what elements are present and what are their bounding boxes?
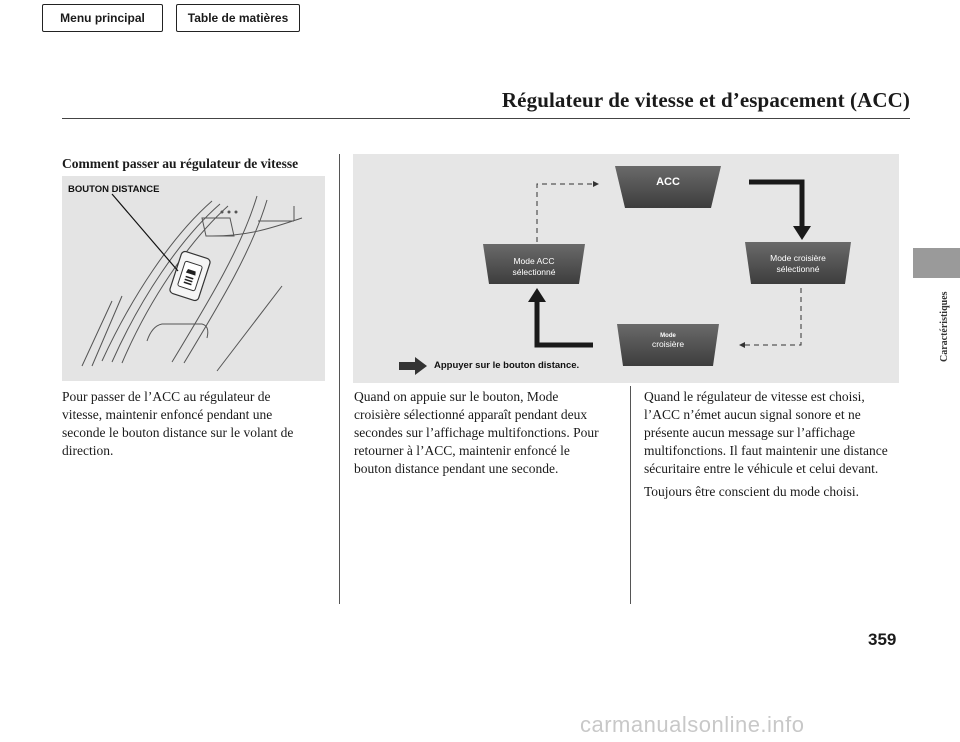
acc-box-label: ACC: [656, 176, 680, 188]
right-line: multifonctions. Il faut maintenir une di…: [644, 443, 888, 458]
diagram-legend: Appuyer sur le bouton distance.: [434, 360, 580, 371]
left-line: Pour passer de l’ACC au régulateur de: [62, 389, 271, 404]
table-of-contents-button[interactable]: Table de matières: [176, 4, 300, 32]
left-line: seconde le bouton distance sur le volant…: [62, 425, 294, 440]
acc-selected-line1: Mode ACC: [513, 256, 554, 266]
page-title: Régulateur de vitesse et d’espacement (A…: [501, 88, 910, 112]
column-divider-left: [339, 154, 340, 604]
left-line: vitesse, maintenir enfoncé pendant une: [62, 407, 273, 422]
cruise-mode-box: [617, 324, 719, 366]
middle-line: bouton distance pendant une seconde.: [354, 461, 559, 476]
column-divider-right: [630, 386, 631, 604]
middle-line: retourner à l’ACC, maintenir enfoncé le: [354, 443, 570, 458]
cruise-selected-line2: sélectionné: [776, 264, 819, 274]
cruise-mode-line1: Mode: [660, 333, 676, 339]
right-line: Quand le régulateur de vitesse est chois…: [644, 389, 865, 404]
middle-line: croisière sélectionné apparaît pendant d…: [354, 407, 588, 422]
cruise-selected-box: [745, 242, 851, 284]
middle-line: secondes sur l’affichage multifonctions.…: [354, 425, 599, 440]
right-line: présente aucun message sur l’affichage: [644, 425, 856, 440]
dashed-arrow-right-to-bottom: [745, 288, 802, 346]
steering-wheel-illustration: [62, 176, 325, 381]
solid-arrow-acc-to-cruise: [749, 179, 805, 226]
section-side-label-text: Caractéristiques: [939, 291, 950, 362]
right-line: sécuritaire entre le véhicule et celui d…: [644, 461, 879, 476]
distance-button-callout: BOUTON DISTANCE: [68, 184, 160, 195]
dashed-arrow-left-to-acc: [536, 183, 593, 242]
mode-cycle-diagram: ACC Mode ACC sélectionné Mode croisière …: [353, 154, 899, 383]
section-side-label: Caractéristiques: [924, 288, 950, 378]
page-number: 359: [868, 630, 897, 649]
cruise-mode-line2: croisière: [652, 339, 684, 349]
title-divider: [62, 118, 910, 119]
right-line: l’ACC n’émet aucun signal sonore et ne: [644, 407, 861, 422]
acc-selected-box: [483, 244, 585, 284]
right-paragraph: Quand le régulateur de vitesse est chois…: [644, 388, 914, 478]
legend-arrow-icon: [399, 357, 427, 375]
solid-arrow-cruise-to-acc: [534, 302, 593, 348]
main-menu-button[interactable]: Menu principal: [42, 4, 163, 32]
cruise-selected-line1: Mode croisière: [770, 253, 826, 263]
section-tab-marker: [913, 248, 960, 278]
watermark: carmanualsonline.info: [580, 712, 805, 737]
left-paragraph: Pour passer de l’ACC au régulateur de vi…: [62, 388, 332, 460]
acc-selected-line2: sélectionné: [512, 267, 555, 277]
section-heading: Comment passer au régulateur de vitesse: [62, 156, 299, 171]
middle-line: Quand on appuie sur le bouton, Mode: [354, 389, 559, 404]
right-paragraph-2: Toujours être conscient du mode choisi.: [644, 484, 860, 499]
left-line: direction.: [62, 443, 114, 458]
acc-mode-box: [615, 166, 721, 208]
middle-paragraph: Quand on appuie sur le bouton, Mode croi…: [354, 388, 626, 478]
